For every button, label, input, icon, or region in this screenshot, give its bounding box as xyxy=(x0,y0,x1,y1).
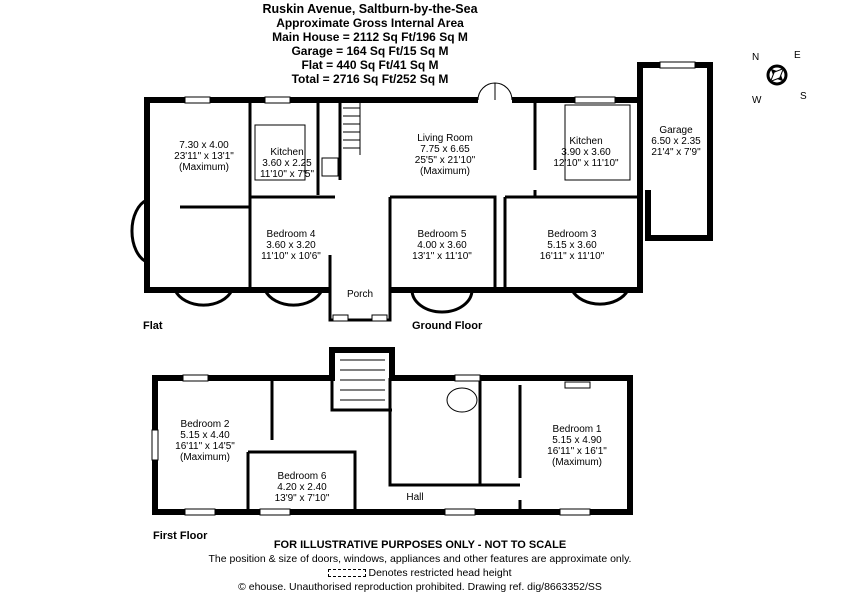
room-imperial: 25'5" x 21'10" xyxy=(415,155,476,166)
room-imperial: 21'4" x 7'9" xyxy=(651,147,701,158)
compass-north: N xyxy=(752,52,759,63)
room-metric: 4.20 x 2.40 xyxy=(277,482,327,493)
room-imperial: 11'10" x 7'5" xyxy=(260,169,315,180)
compass-west: W xyxy=(752,95,762,106)
ground-floor-walls xyxy=(130,61,713,322)
area-summary: Ruskin Avenue, Saltburn-by-the-Sea Appro… xyxy=(150,2,590,86)
main-house-area: Main House = 2112 Sq Ft/196 Sq M xyxy=(272,30,468,44)
room-imperial: 23'11" x 13'1" xyxy=(174,151,234,162)
room-bedroom-5: Bedroom 5 4.00 x 3.60 13'1" x 11'10" xyxy=(412,229,472,262)
room-metric: 3.60 x 2.25 xyxy=(262,158,312,169)
room-name: Bedroom 4 xyxy=(267,229,316,240)
legend: Denotes restricted head height xyxy=(150,566,690,580)
room-hall: Hall xyxy=(406,492,423,503)
compass-icon: N E S W xyxy=(752,50,807,106)
room-metric: 4.00 x 3.60 xyxy=(417,240,467,251)
room-metric: 5.15 x 3.60 xyxy=(547,240,597,251)
room-imperial: 11'10" x 10'6" xyxy=(261,251,321,262)
room-name: Living Room xyxy=(417,133,473,144)
room-garage: Garage 6.50 x 2.35 21'4" x 7'9" xyxy=(651,125,701,158)
legend-text: Denotes restricted head height xyxy=(368,567,512,579)
room-metric: 5.15 x 4.40 xyxy=(180,430,230,441)
room-flat-living: 7.30 x 4.00 23'11" x 13'1" (Maximum) xyxy=(174,140,234,173)
area-subtitle: Approximate Gross Internal Area xyxy=(276,16,464,30)
footer: FOR ILLUSTRATIVE PURPOSES ONLY - NOT TO … xyxy=(150,538,690,594)
compass-south: S xyxy=(800,91,807,102)
room-bedroom-3: Bedroom 3 5.15 x 3.60 16'11" x 11'10" xyxy=(540,229,605,262)
first-floor-walls xyxy=(151,347,633,516)
room-note: (Maximum) xyxy=(420,166,470,177)
room-imperial: 13'1" x 11'10" xyxy=(412,251,472,262)
floor-label-ground: Ground Floor xyxy=(412,320,483,332)
room-metric: 5.15 x 4.90 xyxy=(552,435,602,446)
room-name: Bedroom 5 xyxy=(418,229,467,240)
floor-label-first: First Floor xyxy=(153,530,208,542)
approximation-note: The position & size of doors, windows, a… xyxy=(208,553,632,565)
total-area: Total = 2716 Sq Ft/252 Sq M xyxy=(291,72,449,86)
room-metric: 3.90 x 3.60 xyxy=(561,147,611,158)
room-porch: Porch xyxy=(347,289,373,300)
room-imperial: 13'9" x 7'10" xyxy=(275,493,330,504)
room-metric: 7.30 x 4.00 xyxy=(179,140,229,151)
room-metric: 3.60 x 3.20 xyxy=(266,240,316,251)
room-name: Bedroom 1 xyxy=(553,424,602,435)
room-name: Bedroom 6 xyxy=(278,471,327,482)
room-bedroom-6: Bedroom 6 4.20 x 2.40 13'9" x 7'10" xyxy=(275,471,330,504)
room-name: Kitchen xyxy=(270,147,303,158)
room-name: Garage xyxy=(659,125,693,136)
room-bedroom-1: Bedroom 1 5.15 x 4.90 16'11" x 16'1" (Ma… xyxy=(547,424,607,468)
garage-area: Garage = 164 Sq Ft/15 Sq M xyxy=(291,44,449,58)
room-imperial: 16'11" x 11'10" xyxy=(540,251,605,262)
room-bedroom-4: Bedroom 4 3.60 x 3.20 11'10" x 10'6" xyxy=(261,229,321,262)
disclaimer: FOR ILLUSTRATIVE PURPOSES ONLY - NOT TO … xyxy=(273,539,567,551)
room-flat-kitchen: Kitchen 3.60 x 2.25 11'10" x 7'5" xyxy=(260,147,315,180)
restricted-height-icon xyxy=(328,569,367,578)
room-living-room: Living Room 7.75 x 6.65 25'5" x 21'10" (… xyxy=(415,133,476,177)
room-name: Bedroom 2 xyxy=(181,419,230,430)
room-name: Bedroom 3 xyxy=(548,229,597,240)
copyright: © ehouse. Unauthorised reproduction proh… xyxy=(238,581,602,593)
flat-area: Flat = 440 Sq Ft/41 Sq M xyxy=(301,58,439,72)
room-note: (Maximum) xyxy=(552,457,602,468)
room-metric: 7.75 x 6.65 xyxy=(420,144,470,155)
property-title: Ruskin Avenue, Saltburn-by-the-Sea xyxy=(262,2,478,16)
room-imperial: 12'10" x 11'10" xyxy=(553,158,619,169)
floor-label-flat: Flat xyxy=(143,320,163,332)
room-bedroom-2: Bedroom 2 5.15 x 4.40 16'11" x 14'5" (Ma… xyxy=(175,419,235,463)
room-note: (Maximum) xyxy=(179,162,229,173)
compass-east: E xyxy=(794,50,801,61)
room-imperial: 16'11" x 16'1" xyxy=(547,446,607,457)
room-name: Kitchen xyxy=(569,136,602,147)
room-metric: 6.50 x 2.35 xyxy=(651,136,701,147)
room-imperial: 16'11" x 14'5" xyxy=(175,441,235,452)
room-kitchen: Kitchen 3.90 x 3.60 12'10" x 11'10" xyxy=(553,136,619,169)
room-note: (Maximum) xyxy=(180,452,230,463)
